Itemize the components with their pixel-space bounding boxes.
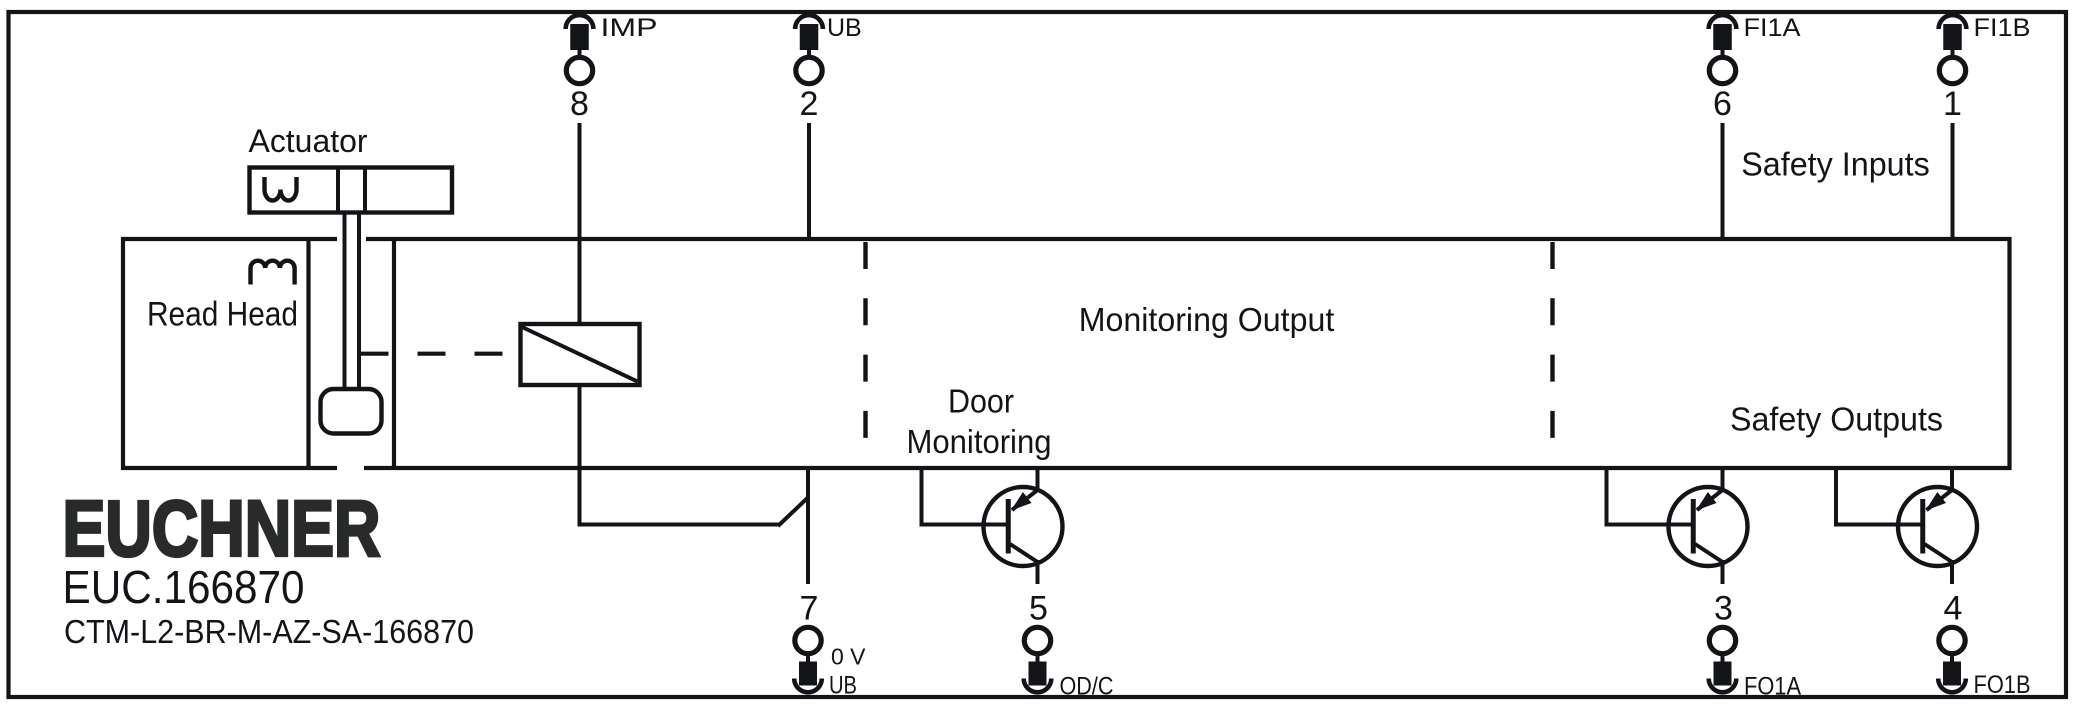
svg-text:3: 3 [1714, 590, 1733, 628]
svg-text:FO1A: FO1A [1744, 673, 1801, 701]
svg-text:Actuator: Actuator [249, 123, 368, 159]
svg-text:8: 8 [570, 85, 589, 123]
svg-text:OD/C: OD/C [1060, 673, 1114, 701]
svg-text:CTM-L2-BR-M-AZ-SA-166870: CTM-L2-BR-M-AZ-SA-166870 [64, 614, 474, 651]
svg-text:FO1B: FO1B [1974, 671, 2031, 699]
svg-text:2: 2 [800, 85, 819, 123]
svg-text:4: 4 [1944, 590, 1963, 628]
svg-text:5: 5 [1029, 590, 1048, 628]
svg-text:Monitoring: Monitoring [907, 423, 1052, 460]
svg-text:Read Head: Read Head [147, 296, 298, 334]
svg-text:UB: UB [827, 14, 862, 42]
svg-text:FI1B: FI1B [1974, 14, 2031, 42]
svg-text:7: 7 [800, 590, 819, 628]
svg-text:IMP: IMP [601, 14, 658, 42]
svg-text:UB: UB [829, 672, 857, 700]
svg-text:EUCHNER: EUCHNER [63, 484, 381, 573]
svg-text:FI1A: FI1A [1744, 14, 1801, 42]
svg-text:EUC.166870: EUC.166870 [63, 561, 305, 613]
svg-text:Door: Door [948, 383, 1014, 420]
svg-text:6: 6 [1713, 85, 1732, 123]
svg-text:Monitoring Output: Monitoring Output [1079, 301, 1335, 338]
svg-text:0 V: 0 V [831, 644, 866, 670]
svg-text:Safety Outputs: Safety Outputs [1730, 401, 1943, 438]
svg-text:1: 1 [1943, 85, 1962, 123]
svg-text:Safety Inputs: Safety Inputs [1741, 146, 1930, 183]
